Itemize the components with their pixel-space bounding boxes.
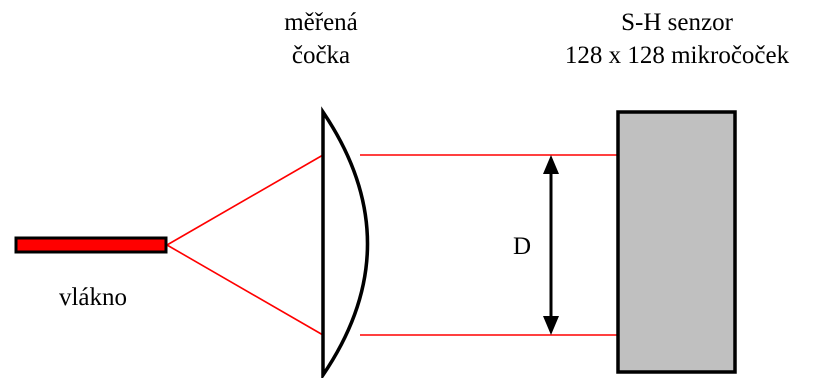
sh-sensor — [616, 110, 737, 374]
measured-lens — [321, 106, 370, 378]
fiber-label: vlákno — [59, 284, 127, 311]
diverging-beam-upper — [166, 154, 324, 246]
optical-fiber — [14, 236, 168, 254]
lens-label-line1: měřená — [284, 9, 358, 36]
diameter-label: D — [513, 233, 531, 260]
diameter-arrow-head-bottom — [543, 316, 559, 335]
lens-label-line2: čočka — [292, 42, 350, 69]
diameter-arrow-head-top — [543, 155, 559, 174]
sensor-label-line1: S-H senzor — [621, 9, 733, 36]
diverging-beam-lower — [166, 244, 324, 336]
sensor-label-line2: 128 x 128 mikročoček — [565, 42, 790, 69]
